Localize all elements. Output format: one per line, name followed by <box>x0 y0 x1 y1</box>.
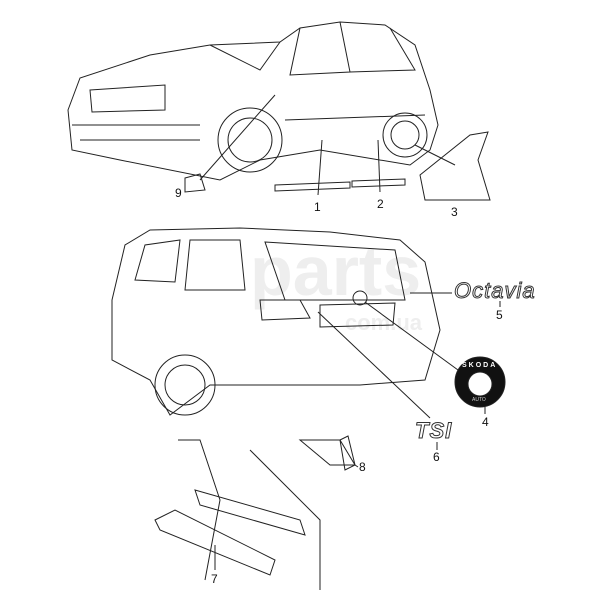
skoda-badge <box>454 356 506 414</box>
wagon-drawing <box>111 227 459 419</box>
callout-1: 1 <box>314 200 321 214</box>
callout-4: 4 <box>482 415 489 429</box>
callout-9: 9 <box>175 186 182 200</box>
callout-8: 8 <box>359 460 366 474</box>
sedan-drawing <box>67 21 491 201</box>
octavia-emblem: Octavia <box>454 278 536 303</box>
skoda-badge-subtext: AUTO <box>472 397 486 403</box>
callout-2: 2 <box>377 197 384 211</box>
tsi-emblem: TSI <box>414 418 453 443</box>
skoda-badge-text: SKODA <box>462 362 498 369</box>
watermark-main: parts <box>250 232 422 310</box>
watermark-sub: com.ua <box>345 310 423 335</box>
sill-drawing <box>154 435 359 590</box>
callout-5: 5 <box>496 308 503 322</box>
callout-7: 7 <box>211 572 218 586</box>
callout-6: 6 <box>433 450 440 464</box>
callout-3: 3 <box>451 205 458 219</box>
